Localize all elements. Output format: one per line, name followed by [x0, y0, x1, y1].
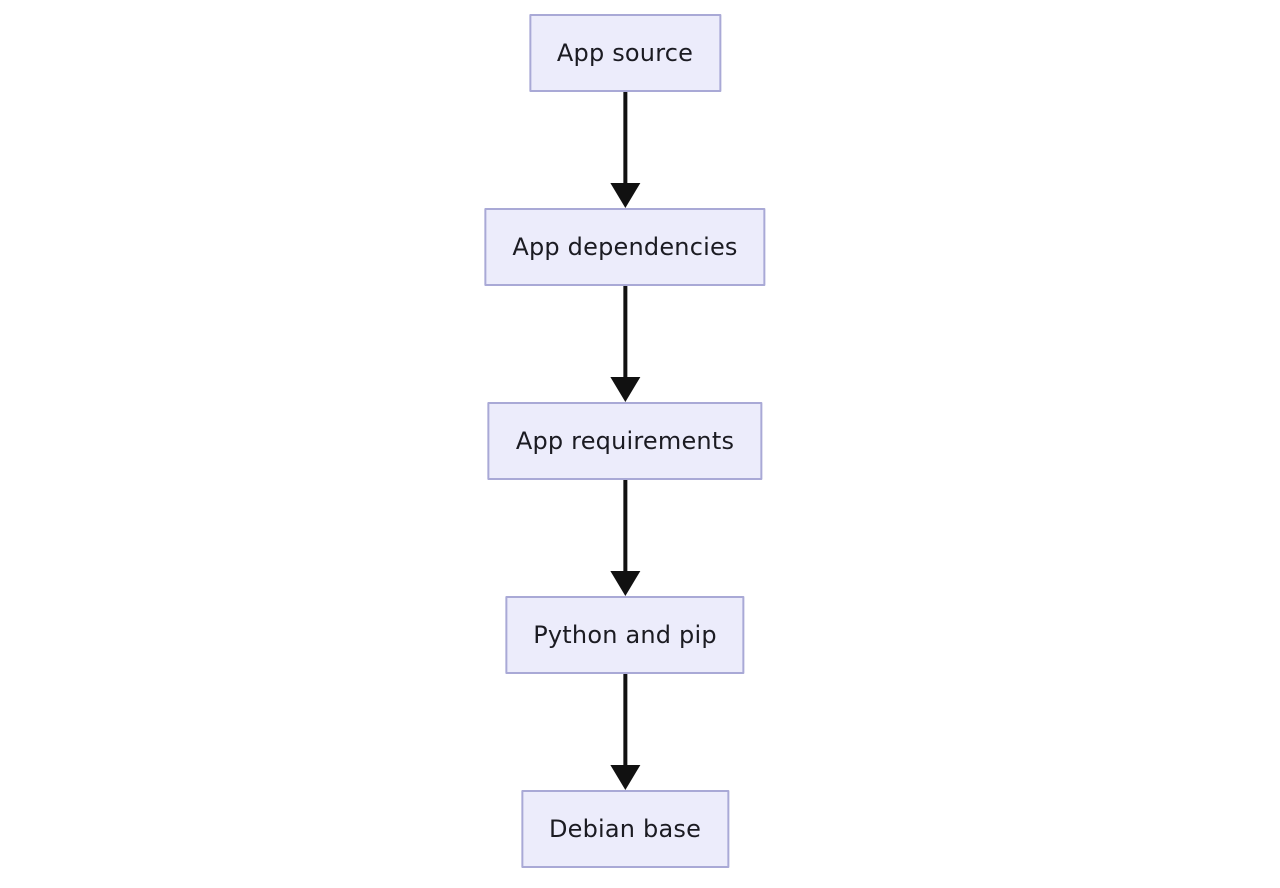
node-app-source: App source — [528, 14, 722, 92]
node-app-dependencies: App dependencies — [484, 208, 766, 286]
arrow-line — [623, 674, 627, 765]
node-app-requirements: App requirements — [487, 402, 763, 480]
node-label: Debian base — [548, 815, 702, 843]
node-label: App dependencies — [512, 233, 738, 261]
node-label: App source — [556, 39, 694, 67]
edge-source-to-dependencies — [610, 92, 640, 208]
node-debian-base: Debian base — [520, 790, 730, 868]
arrowhead-down-icon — [610, 571, 640, 596]
flowchart: App source App dependencies App requirem… — [484, 14, 766, 868]
arrowhead-down-icon — [610, 765, 640, 790]
arrowhead-down-icon — [610, 183, 640, 208]
edge-requirements-to-python — [610, 480, 640, 596]
node-python-and-pip: Python and pip — [505, 596, 745, 674]
node-label: App requirements — [515, 427, 735, 455]
arrow-line — [623, 480, 627, 571]
arrow-line — [623, 286, 627, 377]
edge-python-to-debian — [610, 674, 640, 790]
arrowhead-down-icon — [610, 377, 640, 402]
arrow-line — [623, 92, 627, 183]
edge-dependencies-to-requirements — [610, 286, 640, 402]
node-label: Python and pip — [533, 621, 717, 649]
